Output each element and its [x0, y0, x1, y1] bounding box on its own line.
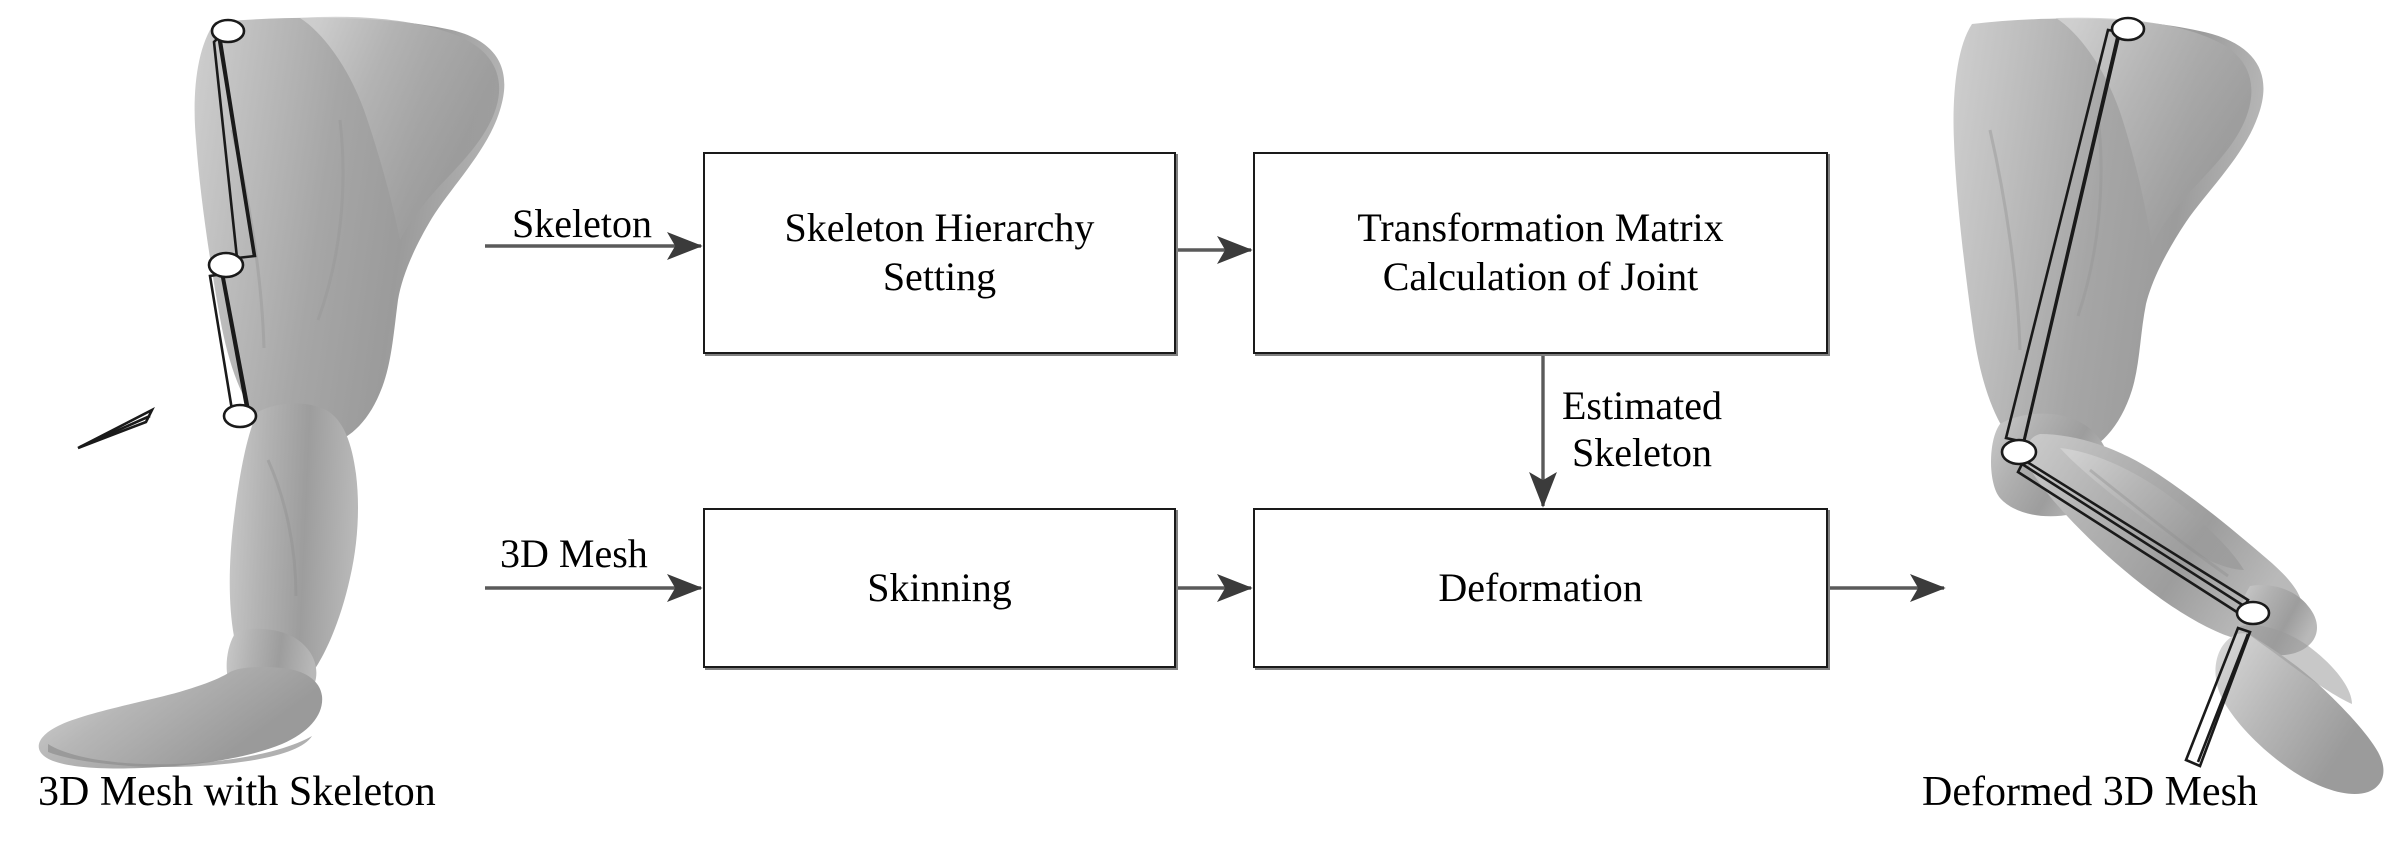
- caption-3d-mesh-with-skeleton: 3D Mesh with Skeleton: [38, 769, 436, 815]
- box-label-deformation: Deformation: [1438, 564, 1643, 610]
- joint-hip: [210, 18, 246, 44]
- joint-knee-deformed: [2000, 438, 2038, 466]
- edge-label-skeleton-input: Skeleton: [512, 201, 652, 246]
- box-label-skeleton-hierarchy-setting: Skeleton Hierarchy Setting: [784, 205, 1095, 299]
- caption-deformed-3d-mesh: Deformed 3D Mesh: [1922, 769, 2258, 815]
- process-box-deformation[interactable]: Deformation: [1253, 508, 1828, 668]
- process-box-skeleton-hierarchy-setting[interactable]: Skeleton Hierarchy Setting: [703, 152, 1176, 354]
- joint-hip-deformed: [2110, 16, 2146, 42]
- joint-ankle-deformed: [2235, 600, 2271, 626]
- joint-ankle: [222, 403, 258, 429]
- process-box-skinning[interactable]: Skinning: [703, 508, 1176, 668]
- process-box-transformation-matrix-calculation-of-joint[interactable]: Transformation Matrix Calculation of Joi…: [1253, 152, 1828, 354]
- edge-label-3d-mesh-input: 3D Mesh: [500, 531, 648, 576]
- box-label-transformation-matrix-calculation-of-joint: Transformation Matrix Calculation of Joi…: [1357, 205, 1724, 299]
- edge-label-estimated-skeleton: Estimated Skeleton: [1562, 383, 1722, 476]
- box-label-skinning: Skinning: [867, 564, 1012, 610]
